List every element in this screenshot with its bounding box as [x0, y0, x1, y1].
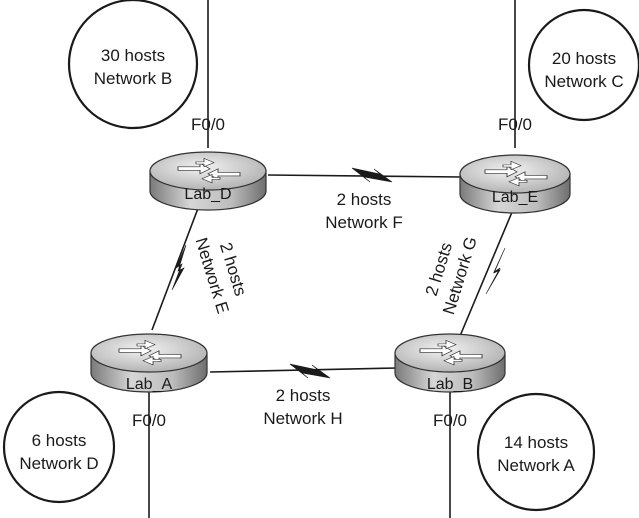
network-a-name: Network A	[497, 456, 575, 475]
network-d-hosts: 6 hosts	[32, 431, 87, 450]
network-f-label: 2 hosts Network F	[325, 190, 402, 232]
router-lab-d: Lab_D	[149, 151, 267, 211]
lab-e-port-label: F0/0	[498, 115, 532, 134]
network-h-hosts: 2 hosts	[276, 386, 331, 405]
network-f-name: Network F	[325, 213, 402, 232]
network-h-name: Network H	[263, 409, 342, 428]
network-c-name: Network C	[544, 72, 623, 91]
network-d-name: Network D	[19, 454, 98, 473]
router-lab-a: Lab_A	[90, 333, 208, 393]
lan-network-d: 6 hosts Network D	[2, 390, 116, 504]
lab-d-port-label: F0/0	[191, 115, 225, 134]
router-lab-d-name: Lab_D	[184, 186, 231, 203]
network-c-hosts: 20 hosts	[552, 49, 616, 68]
lan-network-c: 20 hosts Network C	[527, 8, 639, 122]
wan-link-network-e	[151, 202, 201, 331]
router-lab-e-name: Lab_E	[492, 189, 538, 206]
network-g-label: 2 hosts Network G	[422, 234, 481, 316]
lan-network-b: 30 hosts Network B	[67, 0, 199, 130]
lab-b-port-label: F0/0	[433, 411, 467, 430]
wan-link-network-h	[209, 363, 399, 379]
lab-a-port-label: F0/0	[132, 411, 166, 430]
network-f-hosts: 2 hosts	[337, 190, 392, 209]
network-e-label: 2 hosts Network E	[191, 235, 250, 316]
wan-link-network-f	[267, 167, 463, 183]
network-b-hosts: 30 hosts	[101, 46, 165, 65]
router-lab-e: Lab_E	[459, 154, 571, 214]
router-lab-a-name: Lab_A	[126, 376, 173, 393]
wan-link-network-g	[459, 204, 516, 337]
lan-network-a: 14 hosts Network A	[476, 392, 596, 512]
network-h-label: 2 hosts Network H	[263, 386, 342, 428]
router-lab-b-name: Lab_B	[427, 376, 473, 393]
router-lab-b: Lab_B	[394, 333, 506, 393]
network-a-hosts: 14 hosts	[504, 433, 568, 452]
network-b-name: Network B	[94, 69, 172, 88]
